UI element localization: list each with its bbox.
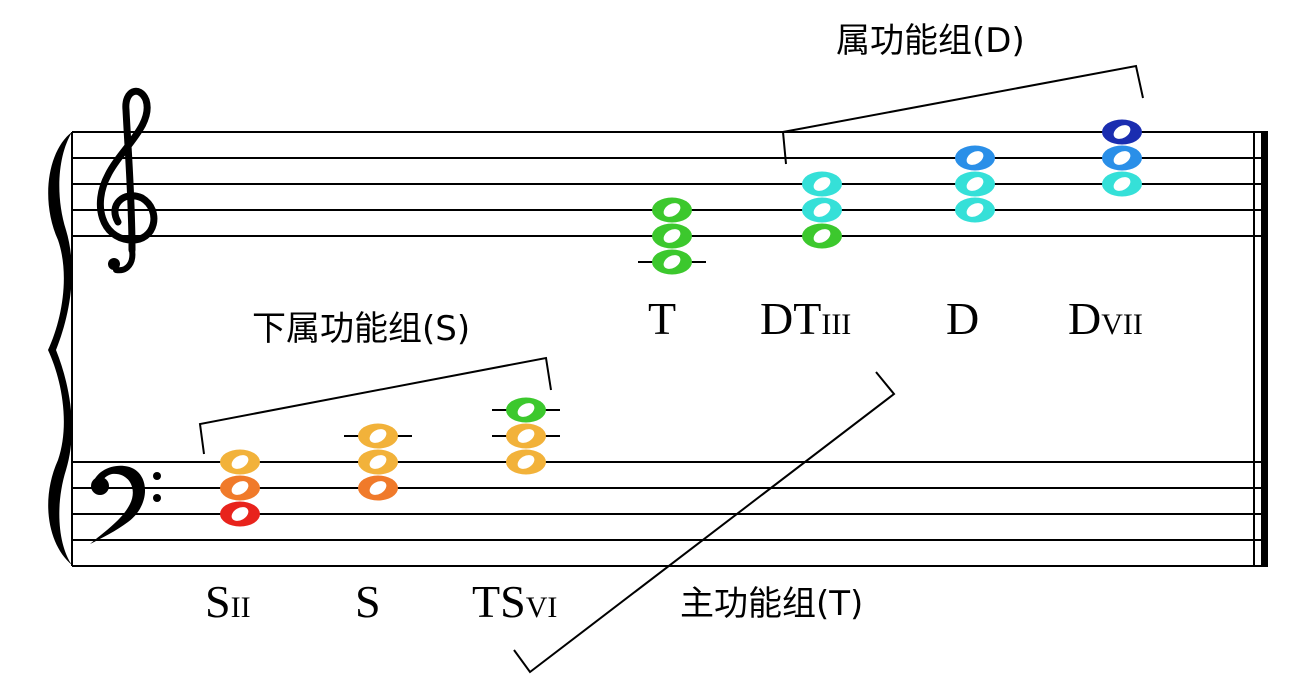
final-barline-thick — [1261, 132, 1268, 566]
whole-note — [652, 223, 692, 249]
chord-label-ts6: TSVI — [472, 576, 557, 627]
whole-note — [652, 197, 692, 223]
chord-s2 — [220, 449, 260, 527]
whole-note — [506, 449, 546, 475]
chord-label-sub: VII — [1101, 308, 1143, 341]
whole-note — [506, 397, 546, 423]
chord-label-main: D — [946, 293, 979, 344]
chord-notes — [220, 119, 1142, 527]
chord-label-main: D — [1068, 293, 1101, 344]
whole-note — [802, 171, 842, 197]
chord-label-sub: VI — [526, 591, 558, 624]
whole-note — [358, 423, 398, 449]
chord-dt3 — [802, 171, 842, 249]
chord-label-main: TS — [472, 576, 526, 627]
chord-label-main: S — [355, 576, 381, 627]
chord-t — [638, 197, 706, 275]
chord-label-dt3: DTIII — [760, 293, 851, 344]
chord-d — [955, 145, 995, 223]
whole-note — [1102, 145, 1142, 171]
chord-label-sub: II — [231, 591, 251, 624]
tonic-group-bracket — [513, 371, 896, 674]
bass-staff — [72, 461, 1268, 567]
whole-note — [1102, 171, 1142, 197]
whole-note — [220, 501, 260, 527]
chord-ts6 — [492, 397, 560, 475]
chord-d7 — [1102, 119, 1142, 197]
whole-note — [506, 423, 546, 449]
chord-s — [344, 423, 412, 501]
dominant-group-label: 属功能组(D) — [836, 21, 1025, 61]
chord-label-sub: III — [821, 308, 851, 341]
chord-label-d7: DVII — [1068, 293, 1143, 344]
whole-note — [220, 449, 260, 475]
whole-note — [220, 475, 260, 501]
whole-note — [955, 171, 995, 197]
chord-label-main: T — [648, 293, 676, 344]
chord-label-s2: SII — [205, 576, 251, 627]
chord-label-s: S — [355, 576, 381, 627]
grand-staff-brace — [48, 132, 72, 565]
chord-label-main: DT — [760, 293, 821, 344]
bass-clef-icon — [90, 465, 161, 544]
whole-note — [358, 475, 398, 501]
whole-note — [955, 197, 995, 223]
whole-note — [802, 223, 842, 249]
subdominant-group-bracket — [198, 356, 552, 455]
subdominant-group-label: 下属功能组(S) — [252, 309, 470, 349]
chord-label-d: D — [946, 293, 979, 344]
chord-label-t: T — [648, 293, 676, 344]
treble-clef-icon — [96, 87, 158, 274]
whole-note — [802, 197, 842, 223]
dominant-group-bracket — [781, 64, 1144, 165]
whole-note — [955, 145, 995, 171]
whole-note — [358, 449, 398, 475]
tonic-group-label: 主功能组(T) — [680, 584, 863, 624]
chord-label-main: S — [205, 576, 231, 627]
whole-note — [1102, 119, 1142, 145]
whole-note — [652, 249, 692, 275]
